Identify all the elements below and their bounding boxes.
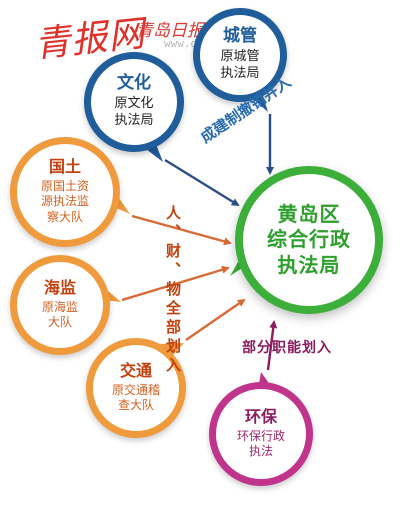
node-desc-line: 环保行政 — [236, 428, 285, 443]
node-desc: 原国土资 源执法监 察大队 — [41, 179, 89, 226]
node-desc-line: 大队 — [47, 315, 72, 330]
node-title: 文化 — [117, 73, 151, 94]
node-huanbao: 环保 环保行政 执法 — [209, 382, 313, 486]
node-desc: 原城管 执法局 — [220, 49, 259, 83]
node-title: 海监 — [43, 278, 76, 298]
node-haijian: 海监 原海监 大队 — [10, 255, 110, 355]
node-title: 交通 — [119, 361, 152, 381]
label-people-assets: 人、财、物全部划入 — [164, 205, 182, 376]
node-desc-line: 原海监 — [41, 299, 78, 314]
center-title: 黄岛区 综合行政 执法局 — [267, 202, 351, 279]
label-partial: 部分职能划入 — [242, 340, 332, 356]
node-title: 国土 — [48, 157, 81, 177]
node-center: 黄岛区 综合行政 执法局 — [235, 166, 383, 314]
center-title-line: 黄岛区 — [277, 201, 341, 226]
arrow-wenhua — [164, 158, 240, 207]
node-desc-line: 原城管 — [220, 48, 260, 64]
node-desc: 原文化 执法局 — [114, 96, 153, 130]
node-desc-line: 原文化 — [114, 95, 154, 111]
node-desc-line: 原国土资 — [40, 178, 89, 193]
node-desc: 环保行政 执法 — [237, 429, 285, 460]
node-title: 城管 — [223, 26, 257, 47]
arrow-huanbao — [266, 320, 278, 371]
node-guotu: 国土 原国土资 源执法监 察大队 — [10, 137, 120, 247]
node-desc-line: 执法局 — [220, 65, 260, 81]
node-wenhua: 文化 原文化 执法局 — [84, 52, 184, 152]
node-desc: 原交通稽 查大队 — [112, 383, 160, 414]
node-desc-line: 执法局 — [114, 112, 154, 128]
center-title-line: 综合行政 — [267, 227, 351, 252]
node-desc-line: 原交通稽 — [111, 382, 160, 397]
node-desc-line: 执法 — [248, 444, 273, 459]
node-desc: 原海监 大队 — [42, 300, 78, 331]
node-chengguan: 城管 原城管 执法局 — [193, 8, 287, 102]
jiaotong-tail — [160, 343, 184, 355]
center-title-line: 执法局 — [277, 252, 341, 277]
node-desc-line: 源执法监 — [40, 194, 89, 209]
node-title: 环保 — [244, 407, 277, 427]
node-desc-line: 查大队 — [117, 398, 154, 413]
arrow-haijian — [121, 265, 230, 302]
arrow-jiaotong — [185, 298, 246, 341]
arrow-guotu — [131, 214, 232, 246]
node-jiaotong: 交通 原交通稽 查大队 — [86, 338, 186, 438]
node-desc-line: 察大队 — [46, 209, 83, 224]
